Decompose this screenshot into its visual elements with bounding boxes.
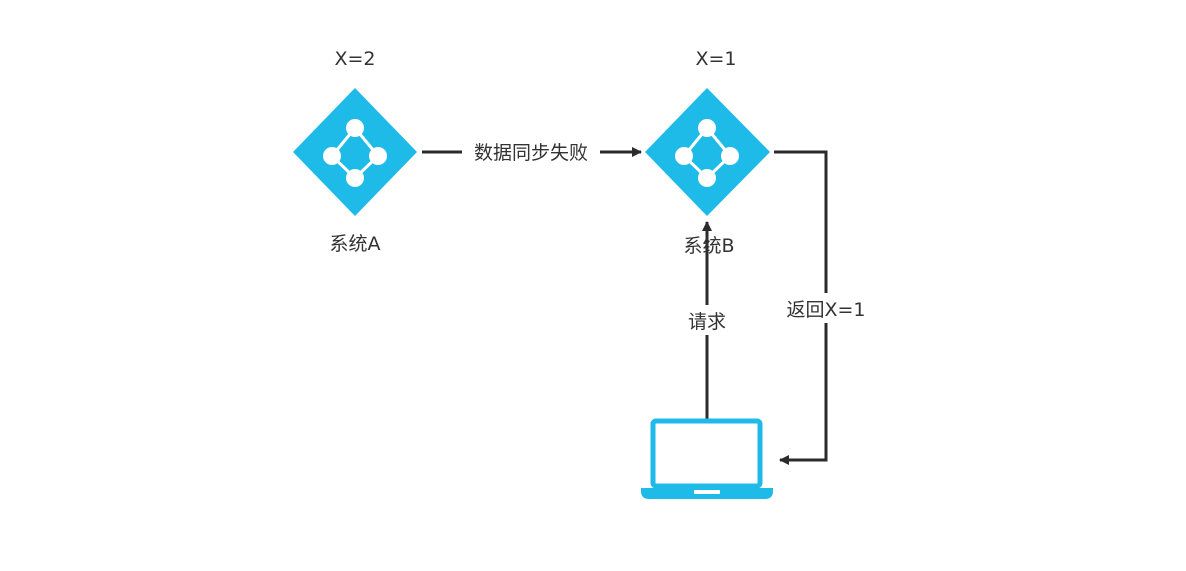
sync-edge: 数据同步失败: [422, 142, 642, 164]
system-b-label-group: 系统B: [683, 235, 734, 257]
system-b-label: 系统B: [683, 235, 734, 257]
system-a-node: X=2 系统A: [293, 48, 417, 255]
request-edge-label: 请求: [688, 311, 726, 333]
sync-edge-label: 数据同步失败: [474, 142, 588, 164]
network-node-icon: [645, 88, 770, 216]
system-b-node: X=1: [645, 48, 770, 216]
response-edge: 返回X=1: [774, 150, 874, 465]
system-a-label: 系统A: [330, 233, 381, 255]
network-node-icon: [293, 88, 417, 216]
system-b-value-label: X=1: [695, 48, 736, 70]
system-a-value-label: X=2: [334, 48, 375, 70]
laptop-icon: [641, 418, 773, 499]
response-edge-label: 返回X=1: [786, 299, 865, 321]
request-edge: 请求: [678, 221, 736, 420]
